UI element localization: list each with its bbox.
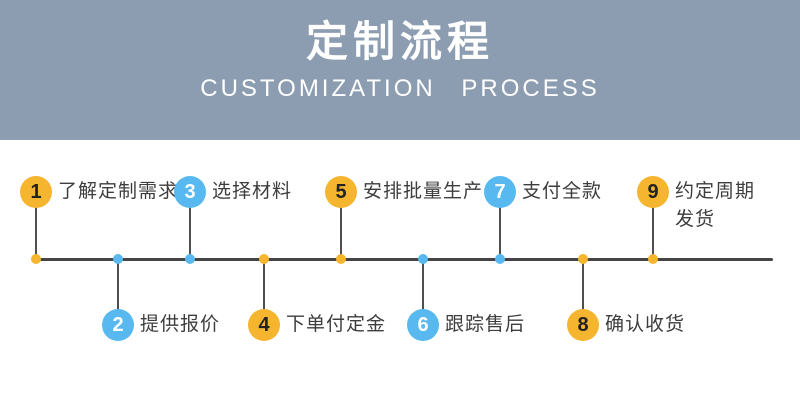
process-timeline: 1 了解定制需求 2 提供报价 3 选择材料 4 下单付定金 5 安排批量生产	[0, 140, 800, 403]
step-label: 跟踪售后	[445, 314, 526, 335]
connector-line	[499, 207, 501, 260]
connector-line	[582, 260, 584, 310]
timeline-dot	[259, 254, 269, 264]
step-label: 约定周期发货	[675, 181, 756, 230]
step-label: 下单付定金	[286, 314, 387, 335]
timeline-line	[36, 258, 773, 261]
page-title: 定制流程	[305, 18, 494, 65]
timeline-dot	[578, 254, 588, 264]
step-label: 提供报价	[140, 314, 221, 335]
timeline-dot	[648, 254, 658, 264]
connector-line	[340, 207, 342, 260]
step-number-badge: 5	[325, 176, 357, 208]
connector-line	[422, 260, 424, 310]
timeline-dot	[418, 254, 428, 264]
step-number-badge: 7	[484, 176, 516, 208]
timeline-dot	[113, 254, 123, 264]
step-number-badge: 6	[407, 309, 439, 341]
step-label: 安排批量生产	[363, 181, 484, 202]
timeline-dot	[31, 254, 41, 264]
timeline-dot	[185, 254, 195, 264]
step-label: 选择材料	[212, 181, 293, 202]
timeline-dot	[495, 254, 505, 264]
step-label: 了解定制需求	[58, 181, 179, 202]
step-number-badge: 3	[174, 176, 206, 208]
step-label: 支付全款	[522, 181, 603, 202]
page-subtitle: CUSTOMIZATION PROCESS	[200, 75, 600, 102]
step-number-badge: 4	[248, 309, 280, 341]
step-label: 确认收货	[605, 314, 686, 335]
connector-line	[117, 260, 119, 310]
header-banner: 定制流程 CUSTOMIZATION PROCESS	[0, 0, 800, 140]
step-number-badge: 9	[637, 176, 669, 208]
timeline-dot	[336, 254, 346, 264]
connector-line	[35, 207, 37, 260]
step-number-badge: 2	[102, 309, 134, 341]
step-number-badge: 1	[20, 176, 52, 208]
step-number-badge: 8	[567, 309, 599, 341]
connector-line	[652, 207, 654, 260]
connector-line	[263, 260, 265, 310]
connector-line	[189, 207, 191, 260]
